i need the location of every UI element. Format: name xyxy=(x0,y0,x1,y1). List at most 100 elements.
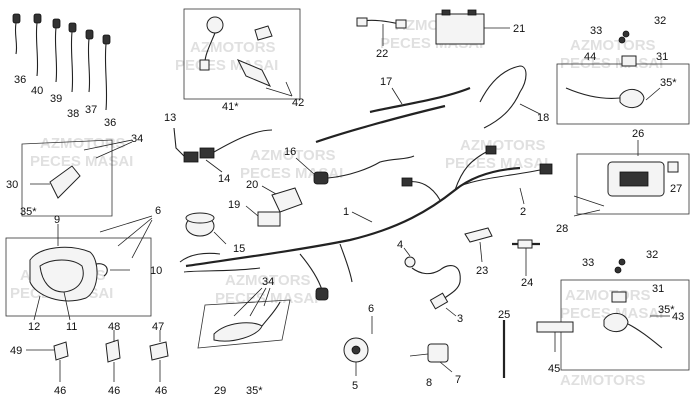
callout-21: 21 xyxy=(513,23,525,35)
watermark-line2: PECES MASAI xyxy=(445,155,548,172)
callout-17: 17 xyxy=(380,76,392,88)
connector-36 xyxy=(12,13,21,24)
watermark-line1: AZMOTORS xyxy=(225,272,311,289)
speed-sensor xyxy=(403,247,461,317)
callout-46b: 46 xyxy=(108,385,120,397)
callout-11: 11 xyxy=(66,321,77,333)
watermarks: AZMOTORS PECES MASAI AZMOTORS PECES MASA… xyxy=(10,17,663,389)
callout-27: 27 xyxy=(670,183,682,195)
callout-49: 49 xyxy=(10,345,22,357)
connector-38 xyxy=(68,22,77,33)
connector-pigtails xyxy=(12,13,111,111)
callout-14: 14 xyxy=(218,173,230,185)
callout-25: 25 xyxy=(498,309,510,321)
callout-36: 36 xyxy=(14,74,26,86)
callout-43: 43 xyxy=(672,311,684,323)
connector-36b xyxy=(102,34,111,45)
wire-37 xyxy=(87,38,91,93)
callout-34: 34 xyxy=(131,133,143,145)
callout-34b: 34 xyxy=(262,276,274,288)
watermark-line1: AZMOTORS xyxy=(40,135,126,152)
wire-36b xyxy=(104,43,108,111)
callout-7: 7 xyxy=(455,374,461,386)
horn xyxy=(185,212,227,245)
watermark-line1: AZMOTORS xyxy=(190,39,276,56)
battery-cables xyxy=(315,65,541,144)
battery xyxy=(435,13,485,45)
tail-light xyxy=(573,140,679,217)
callout-29: 29 xyxy=(214,385,226,397)
wire-40 xyxy=(35,22,39,77)
callout-35-star-d: 35* xyxy=(246,385,263,397)
group-box-9 xyxy=(5,237,152,317)
wire-38 xyxy=(70,31,74,93)
callout-39: 39 xyxy=(50,93,62,105)
watermark-line2: PECES MASAI xyxy=(560,55,663,72)
watermark-line1: AZMOTORS xyxy=(460,137,546,154)
callout-6: 6 xyxy=(368,303,374,315)
callout-32b: 32 xyxy=(646,249,658,261)
watermark-line1: AZMOTORS xyxy=(560,372,646,389)
callout-44: 44 xyxy=(584,51,596,63)
callout-46: 46 xyxy=(54,385,66,397)
callout-35-star: 35* xyxy=(20,206,37,218)
sensor-16 xyxy=(295,155,415,185)
connector-39 xyxy=(52,18,61,29)
connector-37 xyxy=(85,29,94,40)
callout-40: 40 xyxy=(31,85,43,97)
connector-40 xyxy=(33,13,42,24)
callout-12: 12 xyxy=(28,321,40,333)
rear-turn-signal-left xyxy=(603,258,670,349)
watermark-line1: AZMOTORS xyxy=(250,147,336,164)
callout-41-star: 41* xyxy=(222,101,239,113)
watermark-line2: PECES MASAI xyxy=(30,153,133,170)
front-turn-signal-left xyxy=(30,139,133,199)
rear-turn-signal-right xyxy=(565,30,661,108)
callout-38: 38 xyxy=(67,108,79,120)
main-wiring-harness xyxy=(179,145,553,301)
callout-20: 20 xyxy=(246,179,258,191)
callout-3: 3 xyxy=(457,313,463,325)
flasher-relay xyxy=(343,316,373,376)
callout-33b: 33 xyxy=(582,257,594,269)
watermark-line1: AZMOTORS xyxy=(565,287,651,304)
callout-18: 18 xyxy=(537,112,549,124)
ignition-switch xyxy=(199,16,293,97)
callout-30: 30 xyxy=(6,179,18,191)
battery-and-fuse xyxy=(356,9,510,46)
wire-39 xyxy=(54,27,58,83)
callout-6b: 6 xyxy=(155,205,161,217)
callout-48: 48 xyxy=(108,321,120,333)
callout-2: 2 xyxy=(520,206,526,218)
wire-36 xyxy=(14,22,18,55)
callout-36b: 36 xyxy=(104,117,116,129)
group-box-29 xyxy=(197,299,291,349)
callout-37: 37 xyxy=(85,104,97,116)
callout-47: 47 xyxy=(152,321,164,333)
callout-8: 8 xyxy=(426,377,432,389)
callout-4: 4 xyxy=(397,239,403,251)
group-box-41 xyxy=(183,8,301,100)
watermark-line1: AZMOTORS xyxy=(570,37,656,54)
handlebar-switch-wiring xyxy=(173,127,273,173)
brackets xyxy=(26,330,169,382)
headlight-assembly xyxy=(29,215,153,321)
callout-24: 24 xyxy=(521,277,533,289)
callout-9: 9 xyxy=(54,214,60,226)
callout-35-star-c: 35* xyxy=(658,304,675,316)
callout-13: 13 xyxy=(164,112,176,124)
group-box-30 xyxy=(21,139,113,217)
callout-10: 10 xyxy=(150,265,162,277)
callout-46c: 46 xyxy=(155,385,167,397)
callout-26: 26 xyxy=(632,128,644,140)
front-turn-signal-right xyxy=(213,287,281,342)
callout-28: 28 xyxy=(556,223,568,235)
cable-tie-and-bar xyxy=(502,320,574,378)
callout-45: 45 xyxy=(548,363,560,375)
group-box-26 xyxy=(576,153,690,215)
callout-19: 19 xyxy=(228,199,240,211)
callout-33: 33 xyxy=(590,25,602,37)
regulator xyxy=(409,343,453,373)
callout-22: 22 xyxy=(376,48,388,60)
